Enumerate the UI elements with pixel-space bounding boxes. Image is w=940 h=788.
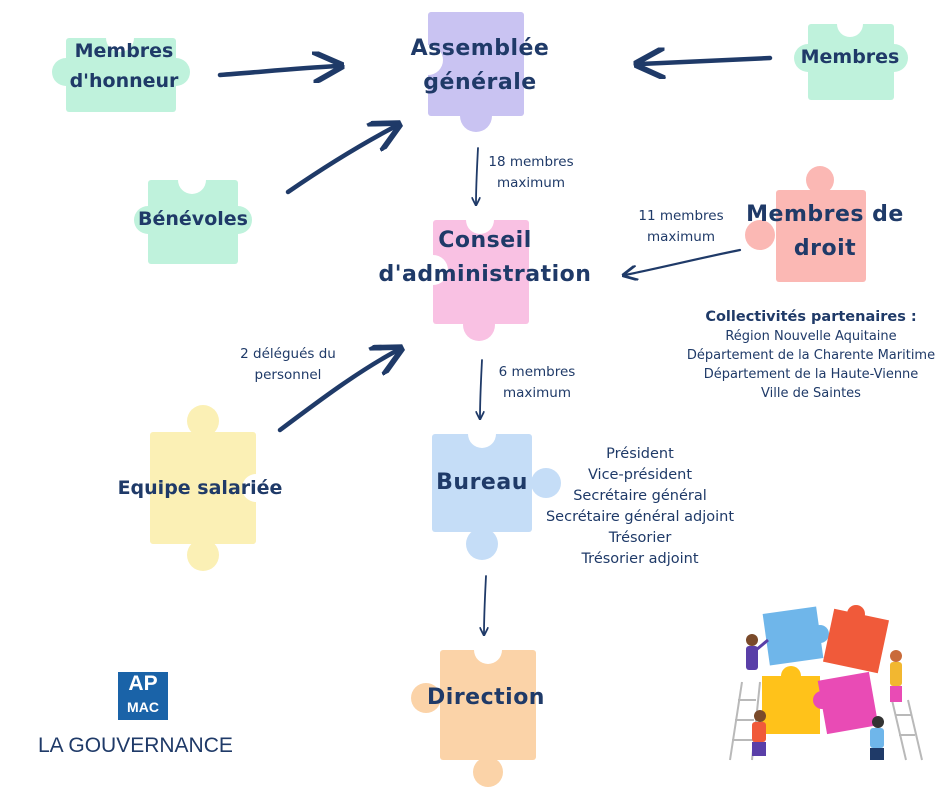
arrow-equipe-to-ca (277, 350, 398, 433)
arrow-ca-to-bureau (480, 359, 482, 418)
logo-mac-text: MAC (127, 699, 159, 715)
apmac-logo (118, 672, 168, 720)
collectivites-title: Collectivités partenaires : (705, 309, 917, 325)
puzzle-piece-membres (794, 11, 908, 100)
edge-label-personnel-to-ca: 2 délégués du personnel (240, 346, 336, 383)
collectivite-item: Ville de Saintes (761, 386, 861, 401)
node-equipe-salariee: Equipe salariée (117, 477, 283, 499)
page-caption: LA GOUVERNANCE (38, 734, 233, 757)
node-conseil-administration: Conseil d'administration (378, 228, 592, 287)
node-membres: Membres (800, 46, 900, 68)
puzzle-piece-membres-honneur (52, 24, 190, 112)
node-bureau: Bureau (436, 470, 528, 495)
arrow-bureau-to-direction (484, 575, 486, 634)
arrow-membres-to-ag (640, 58, 773, 64)
node-direction: Direction (427, 685, 545, 710)
edge-label-ca-to-bureau: 6 membres maximum (498, 364, 576, 401)
puzzle-piece-benevoles (134, 166, 252, 264)
people-puzzle-illustration (729, 605, 923, 761)
puzzle-piece-equipe (150, 405, 270, 571)
arrows (217, 58, 773, 634)
node-membres-honneur: Membres d'honneur (69, 40, 179, 92)
node-assemblee-generale: Assemblée générale (410, 36, 550, 95)
bureau-role: Secrétaire général (573, 488, 707, 504)
arrow-honneur-to-ag (217, 66, 338, 75)
collectivite-item: Département de la Charente Maritime (686, 348, 936, 363)
logo-ap-text: AP (128, 672, 158, 695)
collectivite-item: Région Nouvelle Aquitaine (725, 329, 897, 344)
collectivites-block: Collectivités partenaires : Région Nouve… (684, 307, 938, 403)
arrow-droit-to-ca (625, 248, 742, 275)
puzzle-piece-direction (411, 636, 536, 787)
bureau-role: Vice-président (587, 467, 693, 483)
edge-label-droit-to-ca: 11 membres maximum (638, 208, 724, 245)
bureau-role: Trésorier adjoint (581, 551, 699, 567)
arrow-benevoles-to-ag (285, 126, 396, 195)
node-benevoles: Bénévoles (138, 208, 248, 230)
edge-label-ag-to-ca: 18 membres maximum (488, 154, 574, 191)
puzzle-piece-conseil (418, 206, 529, 341)
bureau-roles-list: Président Vice-président Secrétaire géné… (530, 444, 750, 570)
puzzle-piece-bureau (432, 420, 561, 560)
puzzle-piece-assemblee (413, 12, 524, 132)
arrow-ag-to-ca (476, 147, 478, 204)
bureau-role: Trésorier (608, 530, 672, 546)
bureau-role: Président (606, 446, 674, 462)
bureau-role: Secrétaire général adjoint (545, 509, 735, 525)
puzzle-piece-membres-droit (745, 166, 866, 282)
node-membres-droit: Membres de droit (746, 202, 904, 261)
collectivite-item: Département de la Haute-Vienne (703, 367, 919, 382)
